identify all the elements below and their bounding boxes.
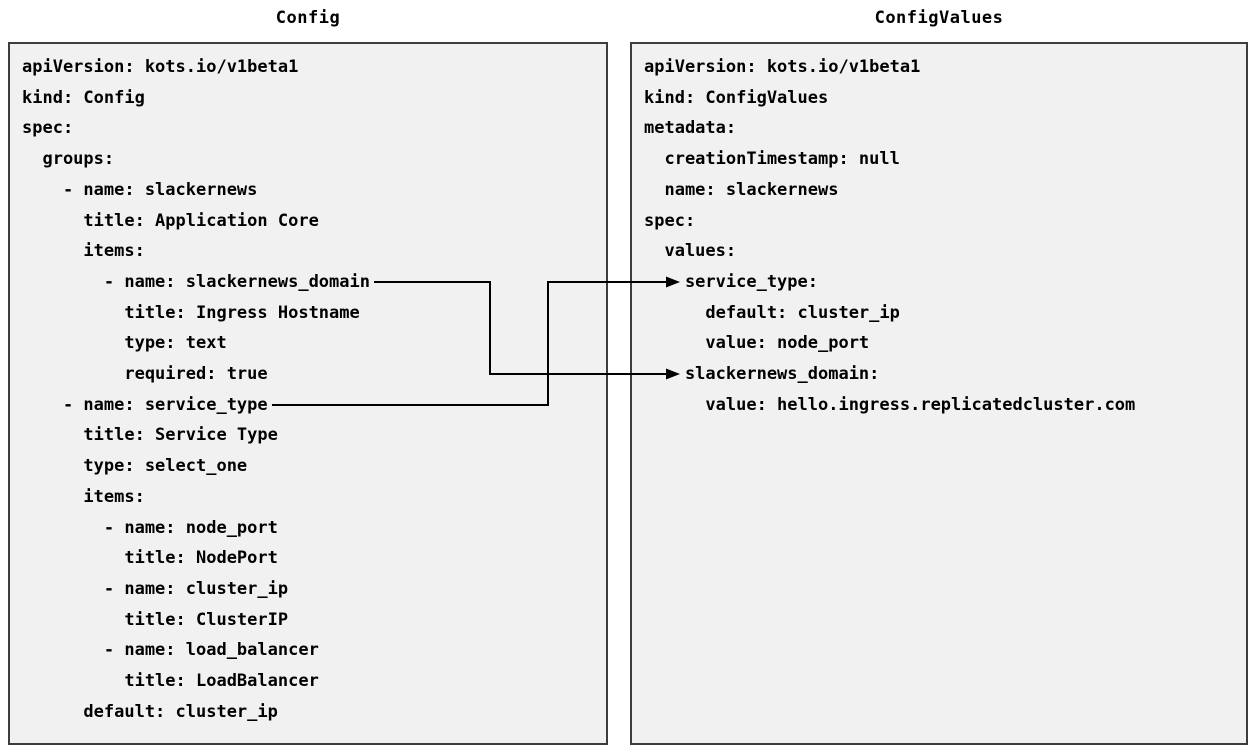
configvalues-panel-title: ConfigValues xyxy=(874,8,1004,28)
config-panel-title: Config xyxy=(275,8,341,28)
config-yaml-code: apiVersion: kots.io/v1beta1 kind: Config… xyxy=(22,57,370,722)
configvalues-yaml-code: apiVersion: kots.io/v1beta1 kind: Config… xyxy=(644,57,1136,415)
configvalues-panel: apiVersion: kots.io/v1beta1 kind: Config… xyxy=(630,42,1248,745)
config-panel: apiVersion: kots.io/v1beta1 kind: Config… xyxy=(8,42,608,745)
